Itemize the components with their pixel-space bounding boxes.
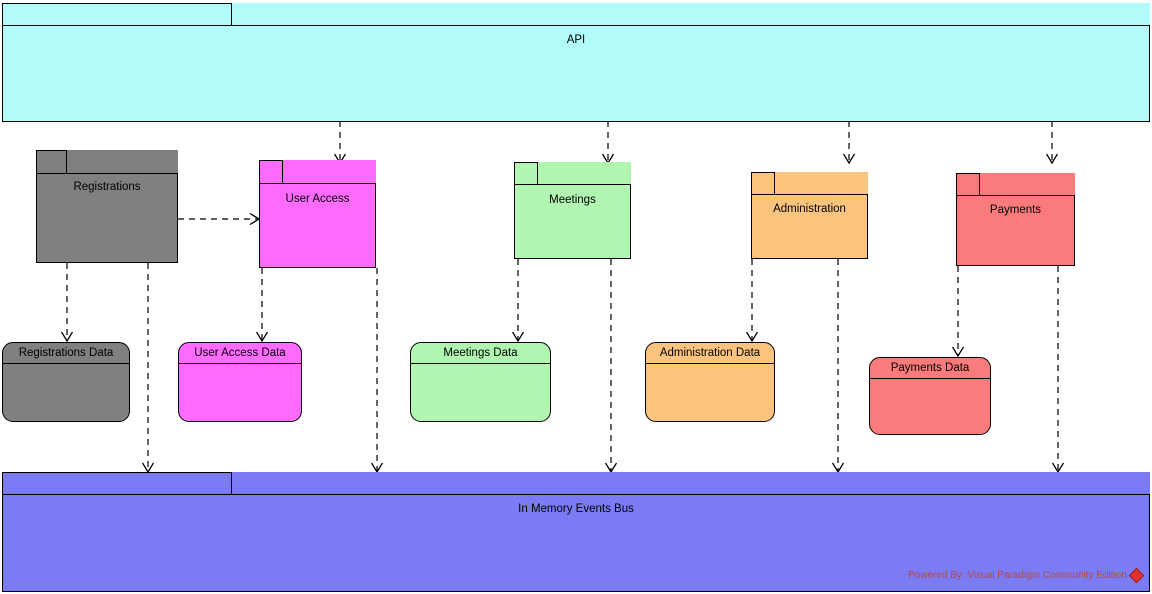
package-label-api: API [566, 34, 586, 46]
package-body-user-access [259, 183, 376, 268]
package-tab-registrations [36, 150, 67, 173]
package-tab-events-bus [2, 472, 232, 494]
package-body-meetings [514, 184, 631, 259]
package-tab-api [2, 3, 232, 25]
package-body-events-bus [2, 494, 1150, 592]
datastore-meetings-data[interactable]: Meetings Data [410, 342, 551, 422]
package-api[interactable]: API [2, 3, 1150, 122]
package-events-bus[interactable]: In Memory Events Bus [2, 472, 1150, 592]
watermark-text: Powered By: Visual Paradigm Community Ed… [908, 570, 1127, 581]
visual-paradigm-logo-icon [1128, 567, 1145, 584]
datastore-administration-data[interactable]: Administration Data [645, 342, 775, 422]
package-tab-payments [956, 173, 980, 195]
datastore-label-payments-data: Payments Data [870, 358, 990, 379]
datastore-user-access-data[interactable]: User Access Data [178, 342, 302, 422]
package-payments[interactable]: Payments [956, 173, 1075, 266]
datastore-label-meetings-data: Meetings Data [411, 343, 550, 364]
package-user-access[interactable]: User Access [259, 160, 376, 268]
package-tab-user-access [259, 160, 283, 183]
package-body-payments [956, 195, 1075, 266]
package-registrations[interactable]: Registrations [36, 150, 178, 263]
package-meetings[interactable]: Meetings [514, 162, 631, 259]
datastore-label-user-access-data: User Access Data [179, 343, 301, 364]
package-body-api [2, 25, 1150, 122]
package-label-payments: Payments [989, 204, 1042, 216]
package-body-administration [751, 194, 868, 259]
datastore-label-registrations-data: Registrations Data [3, 343, 129, 364]
package-tab-meetings [514, 162, 538, 184]
package-label-user-access: User Access [285, 193, 350, 205]
watermark: Powered By: Visual Paradigm Community Ed… [908, 567, 1145, 584]
package-label-meetings: Meetings [549, 194, 596, 206]
package-label-registrations: Registrations [73, 181, 141, 193]
package-label-administration: Administration [773, 203, 846, 215]
datastore-payments-data[interactable]: Payments Data [869, 357, 991, 435]
package-administration[interactable]: Administration [751, 172, 868, 259]
package-body-registrations [36, 173, 178, 263]
package-tab-administration [751, 172, 775, 194]
datastore-label-administration-data: Administration Data [646, 343, 774, 364]
datastore-registrations-data[interactable]: Registrations Data [2, 342, 130, 422]
package-label-events-bus: In Memory Events Bus [518, 503, 634, 515]
